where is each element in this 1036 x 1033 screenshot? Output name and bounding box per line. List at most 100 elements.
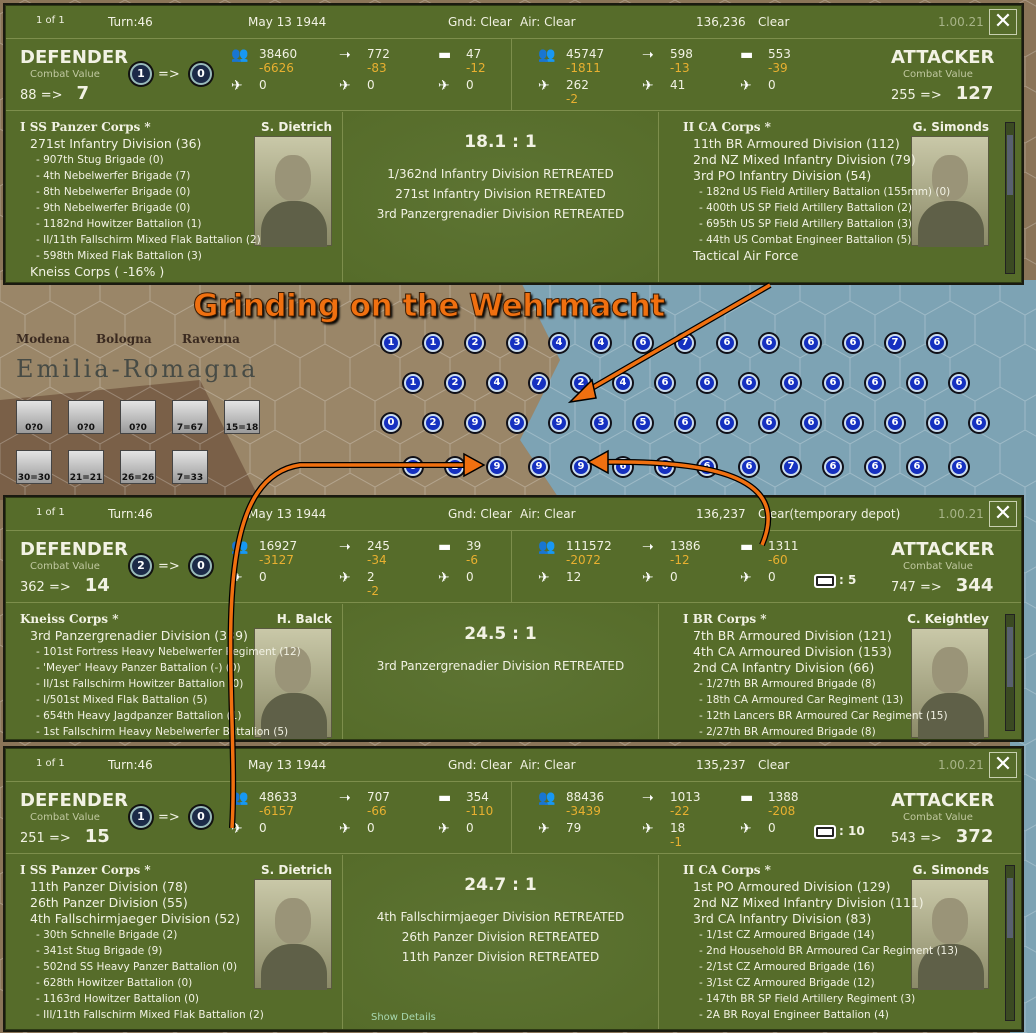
fighter-icon: ✈ bbox=[231, 78, 243, 94]
unit-marker[interactable]: 6 bbox=[844, 334, 862, 352]
unit-marker[interactable]: 2 bbox=[424, 414, 442, 432]
unit-marker[interactable]: 6 bbox=[782, 374, 800, 392]
corps-name: II CA Corps * bbox=[683, 120, 771, 134]
defender-combat-value: 88 =>7 bbox=[20, 83, 89, 104]
ground-weather: Gnd: Clear bbox=[448, 758, 512, 772]
unit-marker[interactable]: 0 bbox=[382, 414, 400, 432]
combat-value-label: Combat Value bbox=[30, 812, 100, 823]
unit-marker[interactable]: 9 bbox=[530, 458, 548, 476]
unit-marker[interactable]: 6 bbox=[718, 334, 736, 352]
attacker-title: ATTACKER bbox=[891, 790, 995, 811]
scrollbar-thumb[interactable] bbox=[1007, 878, 1013, 938]
close-button[interactable]: ✕ bbox=[989, 9, 1017, 35]
unit-marker[interactable]: 6 bbox=[760, 414, 778, 432]
unit-marker[interactable]: 6 bbox=[634, 334, 652, 352]
unit-list-item: 7th BR Armoured Division (121) bbox=[693, 628, 892, 643]
unit-marker[interactable]: 6 bbox=[950, 374, 968, 392]
fighter-icon: ✈ bbox=[231, 821, 243, 837]
attacker-combat-value: 747 =>344 bbox=[891, 575, 993, 596]
unit-counter[interactable]: 0?0 bbox=[68, 400, 104, 434]
show-details-link[interactable]: Show Details bbox=[371, 1012, 436, 1023]
unit-marker[interactable]: 6 bbox=[970, 414, 988, 432]
scrollbar[interactable] bbox=[1005, 865, 1015, 1021]
unit-marker[interactable]: 6 bbox=[908, 374, 926, 392]
unit-marker[interactable]: 3 bbox=[592, 414, 610, 432]
unit-marker[interactable]: 9 bbox=[466, 414, 484, 432]
transport-plane-icon: ✈ bbox=[438, 821, 450, 837]
commander-name: G. Simonds bbox=[912, 120, 989, 134]
stat-value: 18-1 bbox=[670, 821, 685, 849]
unit-list-item: - 1st Fallschirm Heavy Nebelwerfer Batta… bbox=[36, 726, 289, 738]
unit-marker[interactable]: 6 bbox=[928, 414, 946, 432]
unit-marker[interactable]: 1 bbox=[424, 334, 442, 352]
unit-counter[interactable]: 21=21 bbox=[68, 450, 104, 484]
unit-marker[interactable]: 6 bbox=[740, 374, 758, 392]
unit-marker[interactable]: 6 bbox=[928, 334, 946, 352]
defender-combat-value: 362 =>14 bbox=[20, 575, 110, 596]
unit-marker[interactable]: 1 bbox=[404, 374, 422, 392]
unit-marker[interactable]: 6 bbox=[824, 374, 842, 392]
bomber-icon: ✈ bbox=[339, 78, 351, 94]
unit-marker[interactable]: 9 bbox=[550, 414, 568, 432]
unit-counter[interactable]: 30=30 bbox=[16, 450, 52, 484]
unit-marker[interactable]: 6 bbox=[718, 414, 736, 432]
unit-list-item: 4th CA Armoured Division (153) bbox=[693, 644, 892, 659]
unit-list-item: - 341st Stug Brigade (9) bbox=[36, 945, 163, 957]
unit-marker[interactable]: 6 bbox=[908, 458, 926, 476]
unit-list-item: - 8th Nebelwerfer Brigade (0) bbox=[36, 186, 191, 198]
scrollbar[interactable] bbox=[1005, 122, 1015, 274]
unit-counter[interactable]: 0?0 bbox=[16, 400, 52, 434]
unit-list-item: - 4th Nebelwerfer Brigade (7) bbox=[36, 170, 191, 182]
unit-marker[interactable]: 4 bbox=[550, 334, 568, 352]
unit-marker[interactable]: 6 bbox=[676, 414, 694, 432]
unit-marker[interactable]: 6 bbox=[824, 458, 842, 476]
stat-count: 0 bbox=[768, 821, 776, 835]
unit-marker[interactable]: 6 bbox=[740, 458, 758, 476]
unit-counter[interactable]: 0?0 bbox=[120, 400, 156, 434]
unit-marker[interactable]: 6 bbox=[802, 334, 820, 352]
unit-marker[interactable]: 2 bbox=[466, 334, 484, 352]
unit-marker[interactable]: 6 bbox=[950, 458, 968, 476]
unit-marker[interactable]: 9 bbox=[488, 458, 506, 476]
tank-icon: ▬ bbox=[740, 539, 754, 555]
unit-marker[interactable]: 6 bbox=[760, 334, 778, 352]
stat-value: 0 bbox=[768, 570, 776, 584]
hex-coordinates: 135,237 bbox=[696, 758, 746, 772]
unit-marker[interactable]: 4 bbox=[614, 374, 632, 392]
unit-marker[interactable]: 3 bbox=[508, 334, 526, 352]
scrollbar-thumb[interactable] bbox=[1007, 627, 1013, 687]
portrait-body bbox=[918, 944, 984, 990]
unit-marker[interactable]: 9 bbox=[572, 458, 590, 476]
unit-marker[interactable]: 6 bbox=[844, 414, 862, 432]
unit-marker[interactable]: 6 bbox=[866, 374, 884, 392]
unit-marker[interactable]: 6 bbox=[802, 414, 820, 432]
unit-marker[interactable]: 6 bbox=[866, 458, 884, 476]
unit-marker[interactable]: 7 bbox=[530, 374, 548, 392]
close-button[interactable]: ✕ bbox=[989, 501, 1017, 527]
unit-marker[interactable]: 6 bbox=[656, 374, 674, 392]
unit-marker[interactable]: 6 bbox=[698, 374, 716, 392]
headline-caption: Grinding on the Wehrmacht bbox=[193, 288, 666, 325]
unit-marker[interactable]: 7 bbox=[886, 334, 904, 352]
unit-marker[interactable]: 4 bbox=[592, 334, 610, 352]
unit-marker[interactable]: 6 bbox=[886, 414, 904, 432]
stat-value: 707-66 bbox=[367, 790, 390, 818]
transport-plane-icon: ✈ bbox=[740, 570, 752, 586]
unit-marker[interactable]: 5 bbox=[634, 414, 652, 432]
unit-list-item: - 2/1st CZ Armoured Brigade (16) bbox=[699, 961, 875, 973]
close-button[interactable]: ✕ bbox=[989, 752, 1017, 778]
unit-marker[interactable]: 1 bbox=[382, 334, 400, 352]
cv-before: 362 bbox=[20, 580, 45, 595]
unit-marker[interactable]: 7 bbox=[782, 458, 800, 476]
unit-counter[interactable]: 7=67 bbox=[172, 400, 208, 434]
scrollbar-thumb[interactable] bbox=[1007, 135, 1013, 195]
unit-counter[interactable]: 15=18 bbox=[224, 400, 260, 434]
unit-marker[interactable]: 4 bbox=[488, 374, 506, 392]
unit-marker[interactable]: 9 bbox=[508, 414, 526, 432]
unit-counter[interactable]: 7=33 bbox=[172, 450, 208, 484]
unit-counter[interactable]: 26=26 bbox=[120, 450, 156, 484]
scrollbar[interactable] bbox=[1005, 614, 1015, 731]
attacker-title: ATTACKER bbox=[891, 539, 995, 560]
unit-marker[interactable]: 2 bbox=[446, 374, 464, 392]
